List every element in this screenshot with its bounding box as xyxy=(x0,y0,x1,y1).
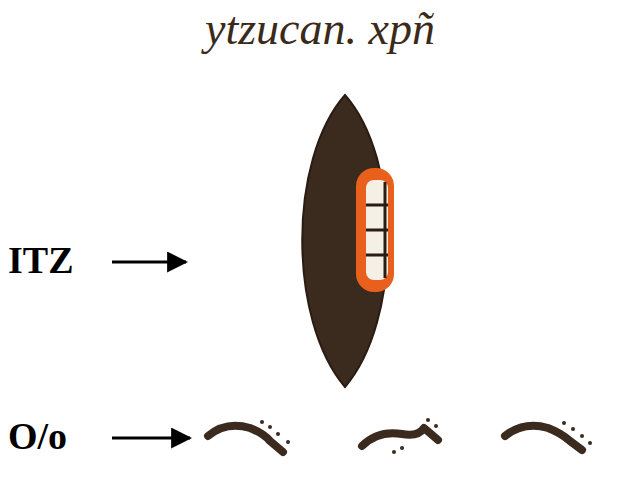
leader-arrow xyxy=(112,437,190,440)
footprint-dots xyxy=(260,418,592,454)
teeth-gaps xyxy=(366,182,388,278)
sign-label: ITZ xyxy=(8,240,73,282)
teeth xyxy=(366,180,388,280)
leader-arrow xyxy=(112,261,186,264)
footprints xyxy=(208,426,582,452)
sign-label: O/o xyxy=(8,416,67,458)
mouth-lips xyxy=(356,168,394,292)
obsidian-blade xyxy=(302,95,388,387)
gloss-text: ytzucan. xpñ xyxy=(205,4,435,55)
